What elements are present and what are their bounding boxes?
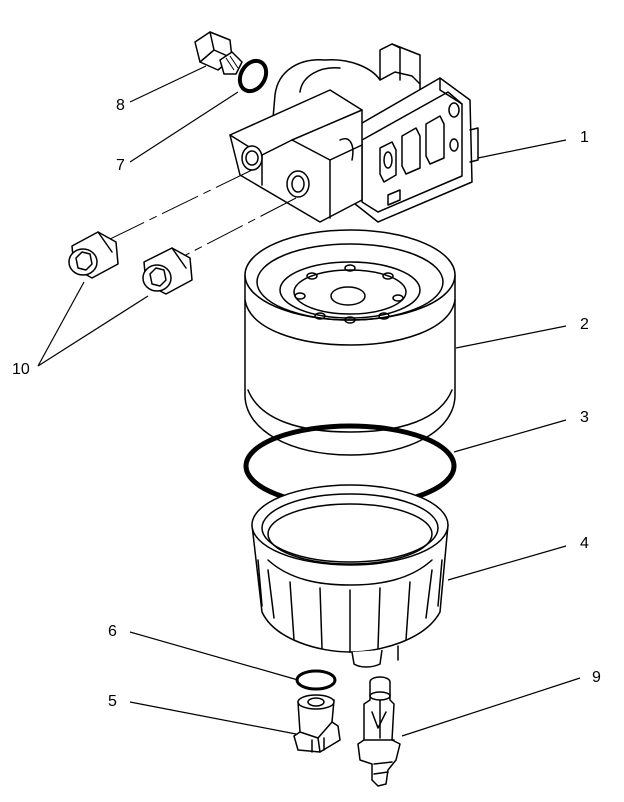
leader-8 xyxy=(129,65,207,103)
leader-7 xyxy=(129,91,239,163)
callout-8: 8 xyxy=(116,97,125,114)
leader-10a xyxy=(37,281,85,367)
callout-labels: 1 2 3 4 5 6 7 8 9 10 xyxy=(12,97,601,710)
callout-9: 9 xyxy=(592,669,601,686)
callout-4: 4 xyxy=(580,535,589,552)
callout-leaders xyxy=(37,65,581,737)
leader-1 xyxy=(477,139,567,159)
part-1-filter-head xyxy=(229,43,479,223)
callout-6: 6 xyxy=(108,623,117,640)
callout-5: 5 xyxy=(108,693,117,710)
alignment-lines xyxy=(107,169,297,259)
callout-1: 1 xyxy=(580,129,589,146)
part-8-fitting xyxy=(194,31,243,75)
callout-10: 10 xyxy=(12,361,30,378)
callout-7: 7 xyxy=(116,157,125,174)
leader-10b xyxy=(37,295,149,367)
callout-3: 3 xyxy=(580,409,589,426)
leader-6 xyxy=(129,631,299,681)
part-5-drain-plug xyxy=(293,694,341,753)
part-4-bowl xyxy=(251,484,449,668)
leader-2 xyxy=(455,325,567,349)
part-7-o-ring xyxy=(237,58,269,94)
leader-3 xyxy=(453,419,567,453)
part-10-plug-left xyxy=(68,231,119,279)
leader-5 xyxy=(129,701,297,735)
part-6-o-ring-small xyxy=(295,669,337,691)
part-2-filter-element xyxy=(244,229,456,456)
leader-9 xyxy=(401,677,581,737)
callout-2: 2 xyxy=(580,316,589,333)
part-9-drain-valve xyxy=(357,676,401,787)
leader-4 xyxy=(447,545,567,581)
part-10-plug-right xyxy=(142,247,193,295)
